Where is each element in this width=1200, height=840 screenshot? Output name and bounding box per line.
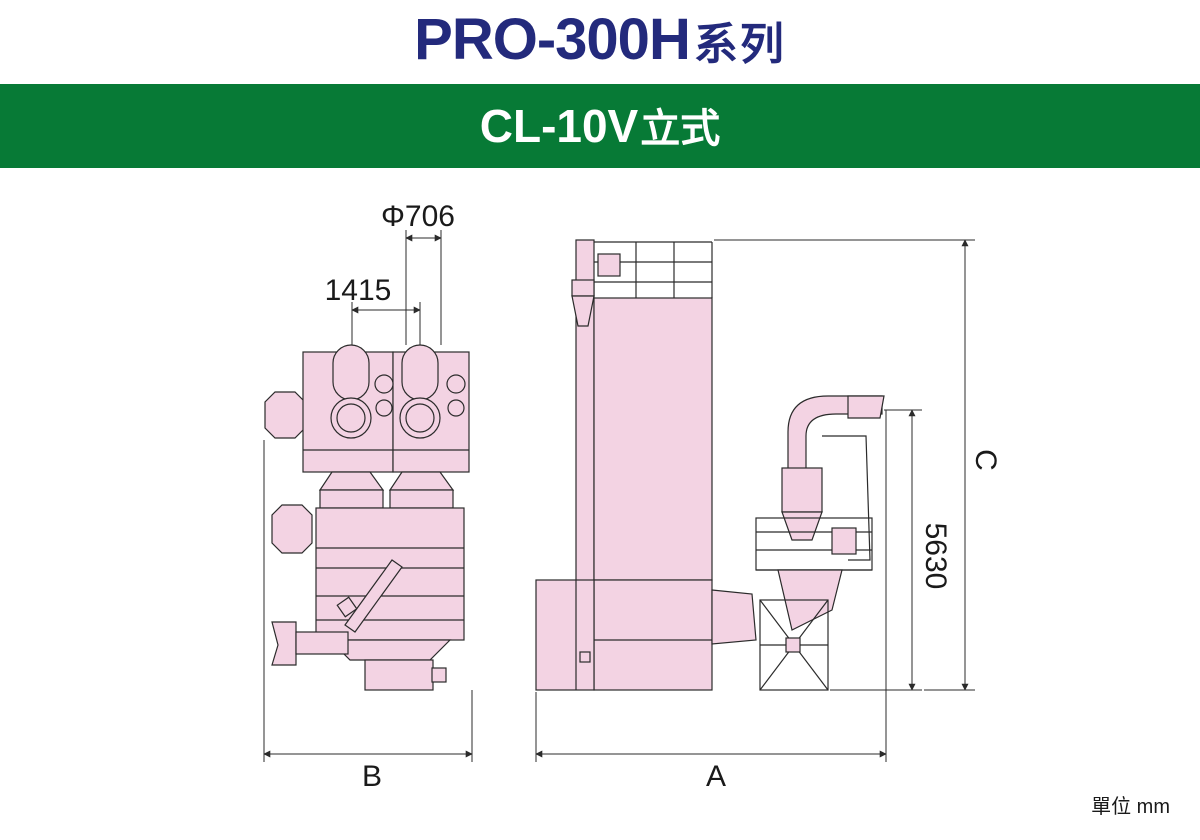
dim-a-label: A xyxy=(706,760,726,790)
dim-phi-label: Φ706 xyxy=(381,200,455,233)
model-name: CL-10V xyxy=(479,100,639,152)
unit-note: 單位 mm xyxy=(1091,796,1170,818)
dim-height-label: 5630 xyxy=(919,523,952,590)
series-model: PRO-300H xyxy=(414,7,691,72)
dim-pitch-label: 1415 xyxy=(325,274,392,307)
machine-drawing: Φ706 1415 B A 5630 C xyxy=(263,200,1002,790)
model-kind: 立式 xyxy=(640,107,721,151)
dim-c-label: C xyxy=(969,449,1002,471)
dim-b-label: B xyxy=(362,760,382,790)
page-title: PRO-300H系列 xyxy=(0,0,1200,80)
side-view xyxy=(535,239,885,691)
front-view xyxy=(264,344,470,691)
series-suffix: 系列 xyxy=(693,20,786,69)
model-band: CL-10V立式 xyxy=(0,84,1200,168)
dimension-lines xyxy=(263,230,975,762)
